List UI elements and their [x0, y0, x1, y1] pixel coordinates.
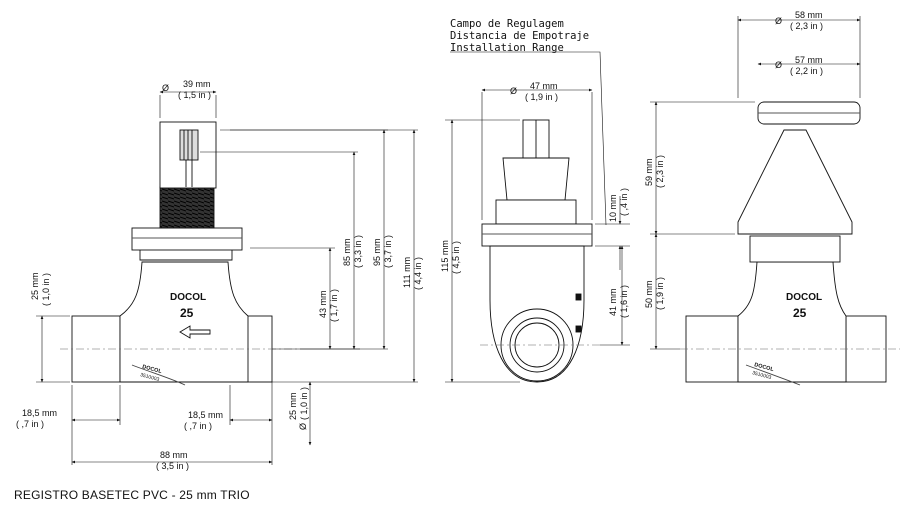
- dim-111-in: ( 4,4 in ): [413, 257, 423, 290]
- handle-small-mark-2: 3510003: [751, 370, 772, 381]
- front-small-mark-1: DOCOL: [141, 364, 162, 375]
- dim-41-mm: 41 mm: [608, 288, 618, 316]
- dim-59-mm: 59 mm: [644, 158, 654, 186]
- drawing-caption: REGISTRO BASETEC PVC - 25 mm TRIO: [14, 488, 250, 502]
- dim-18b-mm: 18,5 mm: [188, 410, 223, 420]
- dim-18b-in: ( ,7 in ): [184, 421, 212, 431]
- dia-symbol-25b: Ø: [298, 423, 308, 430]
- dia-symbol-57: Ø: [775, 60, 782, 70]
- dia-symbol-47: Ø: [510, 86, 517, 96]
- dim-10-mm: 10 mm: [608, 194, 618, 222]
- dim-18a-in: ( ,7 in ): [16, 419, 44, 429]
- handle-dimensions: [650, 16, 861, 350]
- handle-small-mark-1: DOCOL: [753, 362, 774, 373]
- dim-18a-mm: 18,5 mm: [22, 408, 57, 418]
- dim-85-mm: 85 mm: [342, 238, 352, 266]
- dim-50-in: ( 1,9 in ): [655, 277, 665, 310]
- front-view: [60, 121, 300, 386]
- dim-43-in: ( 1,7 in ): [329, 289, 339, 322]
- dimension-labels: Ø 39 mm ( 1,5 in ) Ø 47 mm ( 1,9 in ) Ø …: [16, 10, 823, 471]
- side-dimensions: [445, 51, 630, 383]
- dim-115-mm: 115 mm: [440, 240, 450, 272]
- dim-57-mm: 57 mm: [795, 55, 823, 65]
- dim-41-in: ( 1,6 in ): [619, 285, 629, 318]
- handle-brand-label: DOCOL: [786, 292, 822, 303]
- dim-111-mm: 111 mm: [402, 257, 412, 288]
- handle-size-mark: 25: [793, 306, 807, 320]
- dim-95-in: ( 3,7 in ): [383, 235, 393, 268]
- dia-symbol-39: Ø: [162, 83, 169, 93]
- dim-50-mm: 50 mm: [644, 280, 654, 308]
- front-brand-label: DOCOL: [170, 292, 206, 303]
- dim-47-mm: 47 mm: [530, 81, 558, 91]
- dim-58-in: ( 2,3 in ): [790, 21, 823, 31]
- dim-57-in: ( 2,2 in ): [790, 66, 823, 76]
- dim-88-mm: 88 mm: [160, 450, 188, 460]
- dim-85-in: ( 3,3 in ): [353, 235, 363, 268]
- front-small-mark-2: 3510003: [139, 372, 160, 383]
- dim-39-mm: 39 mm: [183, 79, 211, 89]
- dim-39-in: ( 1,5 in ): [178, 90, 211, 100]
- range-note-line-1: Campo de Regulagem: [450, 18, 564, 30]
- dim-88-in: ( 3,5 in ): [156, 461, 189, 471]
- side-view: [480, 119, 600, 383]
- dim-47-in: ( 1,9 in ): [525, 92, 558, 102]
- dim-25-mm: 25 mm: [30, 272, 40, 300]
- dim-25b-in: ( 1,0 in ): [299, 387, 309, 420]
- range-note-line-3: Installation Range: [450, 42, 564, 54]
- front-dimensions: [36, 90, 418, 465]
- dim-25b-mm: 25 mm: [288, 392, 298, 420]
- dim-59-in: ( 2,3 in ): [655, 155, 665, 188]
- handle-view: [680, 101, 900, 386]
- range-note-line-2: Distancia de Empotraje: [450, 30, 589, 42]
- dim-25-in: ( 1,0 in ): [41, 273, 51, 306]
- dim-115-in: ( 4,5 in ): [451, 241, 461, 274]
- dim-43-mm: 43 mm: [318, 290, 328, 318]
- vertical-dimension-labels: 25 mm ( 1,0 in ) 43 mm ( 1,7 in ) 85 mm …: [30, 155, 665, 430]
- dim-58-mm: 58 mm: [795, 10, 823, 20]
- dim-95-mm: 95 mm: [372, 238, 382, 266]
- dim-10-in: ( ,4 in ): [619, 188, 629, 216]
- front-size-mark: 25: [180, 306, 194, 320]
- dia-symbol-58: Ø: [775, 16, 782, 26]
